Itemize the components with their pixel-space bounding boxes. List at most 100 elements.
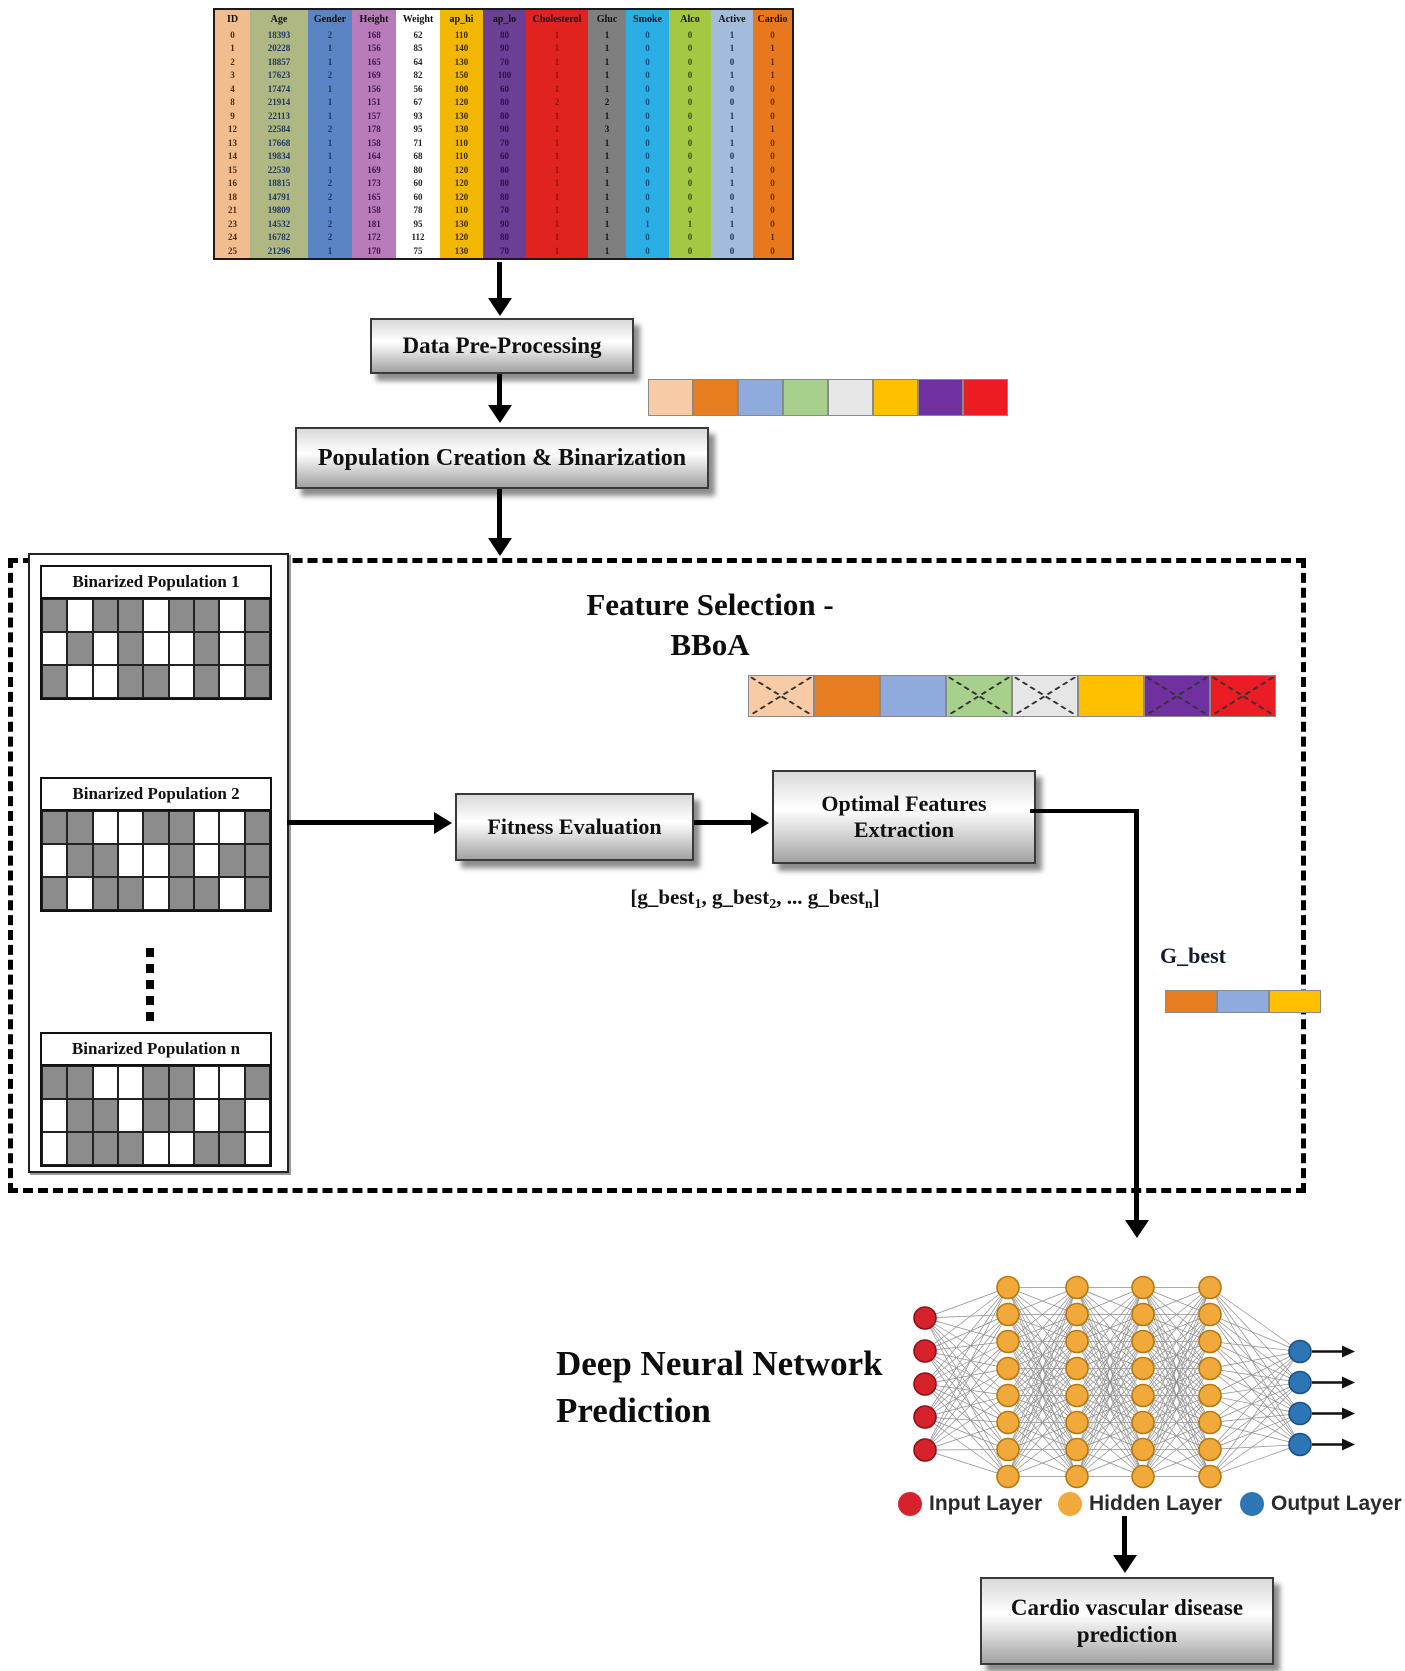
table-cell: 110 [440, 149, 483, 163]
table-header: Gluc [588, 9, 626, 28]
population-bit-cell [118, 877, 144, 910]
crossed-feature-strip [748, 675, 1276, 717]
population-bit-cell [244, 632, 270, 665]
table-cell: 60 [483, 149, 526, 163]
population-bit-cell [168, 599, 194, 632]
table-cell: 3 [588, 122, 626, 136]
population-bit-cell [168, 632, 194, 665]
table-cell: 169 [352, 163, 396, 177]
feature-cell [648, 379, 693, 416]
table-cell: 0 [711, 82, 753, 96]
table-cell: 71 [396, 136, 440, 150]
table-cell: 95 [396, 122, 440, 136]
gbest-subscript: 2 [769, 897, 777, 912]
population-bit-cell [219, 877, 245, 910]
input-node [913, 1405, 937, 1429]
hidden-4-node [1198, 1356, 1222, 1381]
feature-cell [738, 379, 783, 416]
table-cell: 112 [396, 230, 440, 244]
table-cell: 150 [440, 68, 483, 82]
table-header: ap_lo [483, 9, 526, 28]
table-cell: 18 [214, 190, 250, 204]
table-cell: 2 [308, 176, 352, 190]
legend-item-output-layer: Output Layer [1240, 1492, 1402, 1516]
table-header: ID [214, 9, 250, 28]
table-cell: 1 [588, 55, 626, 69]
output-node [1288, 1370, 1312, 1395]
binarized-population-box: Binarized Population 2 [40, 777, 272, 912]
feature-cell [748, 675, 814, 717]
table-cell: 1 [526, 41, 588, 55]
table-cell: 1 [308, 244, 352, 259]
feature-cell [1269, 990, 1321, 1013]
table-cell: 130 [440, 244, 483, 259]
table-cell: 1 [588, 176, 626, 190]
table-cell: 0 [626, 122, 669, 136]
feature-cell [1012, 675, 1078, 717]
feature-cell [918, 379, 963, 416]
table-cell: 1 [711, 28, 753, 42]
population-bit-cell [168, 1099, 194, 1132]
table-cell: 0 [669, 95, 711, 109]
table-cell: 1 [308, 203, 352, 217]
population-bit-cell [168, 665, 194, 698]
population-bit-cell [118, 1132, 144, 1165]
table-cell: 80 [483, 109, 526, 123]
table-cell: 90 [483, 41, 526, 55]
binarized-population-grid [42, 599, 270, 698]
population-bit-cell [143, 877, 169, 910]
hidden-3-node [1131, 1275, 1155, 1300]
hidden-2-node [1065, 1356, 1089, 1381]
hidden-3-node [1131, 1464, 1155, 1489]
table-header: Alco [669, 9, 711, 28]
binarized-population-title: Binarized Population 1 [42, 567, 270, 599]
table-cell: 1 [308, 136, 352, 150]
table-cell: 1 [711, 163, 753, 177]
population-bit-cell [67, 599, 93, 632]
table-cell: 0 [711, 190, 753, 204]
population-bit-cell [42, 632, 68, 665]
table-cell: 0 [626, 176, 669, 190]
table-cell: 2 [308, 217, 352, 231]
table-cell: 156 [352, 41, 396, 55]
table-cell: 1 [526, 217, 588, 231]
legend-dot-icon [1240, 1492, 1264, 1516]
table-cell: 170 [352, 244, 396, 259]
population-bit-cell [168, 1132, 194, 1165]
table-cell: 1 [588, 68, 626, 82]
table-header: Smoke [626, 9, 669, 28]
population-bit-cell [118, 599, 144, 632]
population-bit-cell [143, 1066, 169, 1099]
table-cell: 1 [711, 122, 753, 136]
table-header: Cardio [753, 9, 793, 28]
table-cell: 90 [483, 217, 526, 231]
population-bit-cell [42, 665, 68, 698]
hidden-4-node [1198, 1275, 1222, 1300]
arrow-gbest-to-dnn [1134, 809, 1139, 1221]
population-bit-cell [67, 1132, 93, 1165]
table-cell: 2 [308, 122, 352, 136]
table-cell: 0 [753, 190, 793, 204]
fitness-evaluation-box: Fitness Evaluation [455, 793, 694, 861]
population-bit-cell [244, 877, 270, 910]
table-cell: 0 [753, 149, 793, 163]
input-node [913, 1438, 937, 1462]
table-cell: 2 [308, 190, 352, 204]
population-bit-cell [168, 844, 194, 877]
population-bit-cell [244, 1099, 270, 1132]
table-cell: 25 [214, 244, 250, 259]
table-cell: 56 [396, 82, 440, 96]
bboa-title: Feature Selection - BBoA [510, 585, 910, 665]
gbest-label: G_best [1160, 943, 1226, 968]
table-cell: 85 [396, 41, 440, 55]
table-cell: 0 [711, 244, 753, 259]
population-bit-cell [194, 665, 220, 698]
table-cell: 1 [526, 190, 588, 204]
hidden-1-node [996, 1383, 1020, 1408]
population-bit-cell [67, 844, 93, 877]
table-cell: 0 [626, 41, 669, 55]
